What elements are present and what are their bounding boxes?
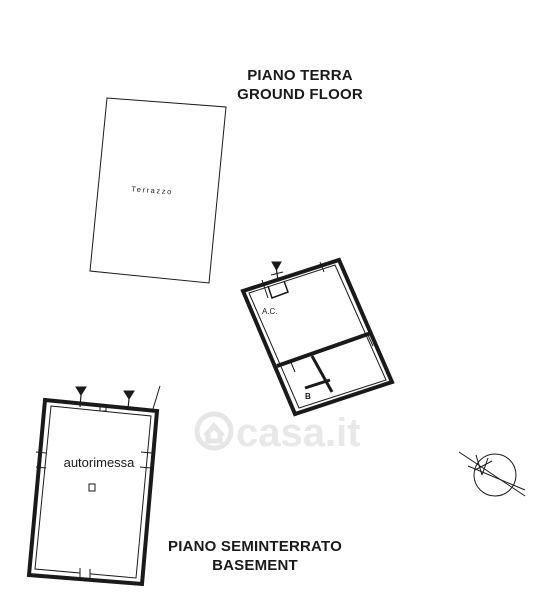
basement-title-en: BASEMENT (212, 557, 298, 574)
garage-radiator-icon-left (75, 386, 87, 408)
radiator-icon (270, 261, 284, 281)
garage-radiator-icon-right (123, 390, 135, 410)
ground-floor-title-it: PIANO TERRA (247, 67, 353, 84)
garage-room (26, 385, 161, 587)
house-logo-icon (194, 411, 234, 451)
basement-title-it: PIANO SEMINTERRATO (168, 538, 342, 555)
ground-floor-title-en: GROUND FLOOR (237, 86, 363, 103)
ac-room-label: A.C. (262, 307, 278, 316)
north-arrow-icon (458, 451, 526, 497)
ground-floor-heading: PIANO TERRA GROUND FLOOR (200, 66, 400, 104)
terrace-label: Terrazzo (131, 185, 173, 197)
ground-unit-labels: A.C. B (262, 307, 311, 401)
bath-room-label: B (305, 392, 311, 401)
garage-label: autorimessa (64, 455, 136, 470)
watermark-text: casa.it (236, 411, 361, 455)
ground-floor-unit (240, 257, 395, 417)
watermark: casa.it (194, 411, 361, 455)
basement-heading: PIANO SEMINTERRATO BASEMENT (145, 537, 365, 575)
terrace-room: Terrazzo (89, 97, 227, 284)
